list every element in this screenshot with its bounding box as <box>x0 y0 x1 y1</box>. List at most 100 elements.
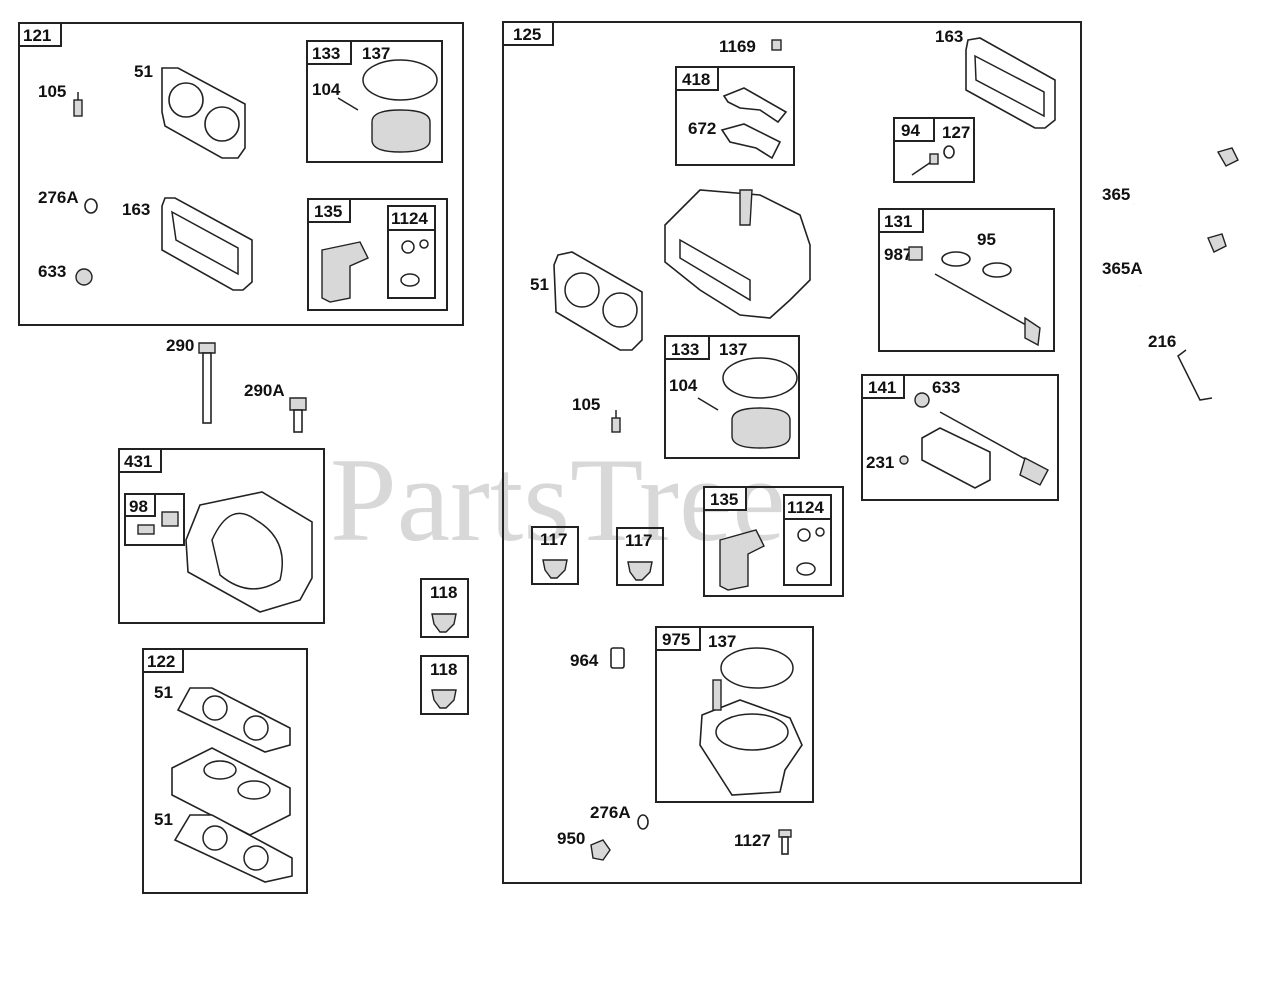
bowl-975[interactable] <box>699 699 803 796</box>
screw-1169[interactable] <box>771 39 782 51</box>
label-231: 231 <box>866 453 894 472</box>
bolt-365A[interactable] <box>1139 233 1227 288</box>
label-95: 95 <box>977 230 996 249</box>
spring-98[interactable] <box>161 511 179 527</box>
label-137-975: 137 <box>708 632 736 651</box>
subgroup-131[interactable]: 131 987 95 <box>878 208 1055 352</box>
label-633-125: 633 <box>932 378 960 397</box>
gasket-672[interactable] <box>720 123 782 160</box>
label-51-bottom: 51 <box>154 810 173 829</box>
label-1124-125: 1124 <box>787 498 824 517</box>
washer-633[interactable] <box>75 268 93 286</box>
washer-633-125[interactable] <box>914 392 930 408</box>
label-98: 98 <box>129 497 148 516</box>
label-51-125: 51 <box>530 275 549 294</box>
label-365A: 365A <box>1102 259 1143 278</box>
label-987: 987 <box>884 245 912 264</box>
solenoid-135[interactable] <box>321 241 369 303</box>
shaft-131[interactable] <box>934 273 1036 331</box>
subgroup-135[interactable]: 135 1124 <box>307 198 448 311</box>
label-133: 133 <box>312 44 340 63</box>
bolt-290A[interactable] <box>289 397 307 433</box>
label-117-a: 117 <box>540 530 567 549</box>
label-118-a: 118 <box>430 583 457 602</box>
gasket-163-top[interactable] <box>965 37 1056 129</box>
subgroup-141[interactable]: 141 633 231 <box>861 374 1059 501</box>
group-121[interactable]: 121 105 51 133 137 104 276A 163 <box>18 22 464 326</box>
spring-127[interactable] <box>943 145 955 159</box>
group-125-label: 125 <box>513 25 541 44</box>
label-672: 672 <box>688 119 716 138</box>
label-51: 51 <box>134 62 153 81</box>
float-needle-105[interactable] <box>73 92 83 117</box>
group-122[interactable]: 122 51 51 <box>142 648 308 894</box>
float-133[interactable] <box>371 109 431 153</box>
plate-418[interactable] <box>722 87 788 124</box>
label-51-top: 51 <box>154 683 173 702</box>
label-163: 163 <box>935 27 963 46</box>
float-needle-105-125[interactable] <box>611 410 621 433</box>
label-104: 104 <box>312 80 341 99</box>
gasket-51-bottom[interactable] <box>173 814 293 883</box>
o-ring-276A[interactable] <box>84 198 98 214</box>
label-1127: 1127 <box>734 831 771 850</box>
subgroup-133[interactable]: 133 137 104 <box>306 40 443 163</box>
label-975: 975 <box>662 630 690 649</box>
label-135-125: 135 <box>710 490 738 509</box>
sleeve-964[interactable] <box>610 647 625 669</box>
subgroup-975[interactable]: 975 137 <box>655 626 814 803</box>
label-133-125: 133 <box>671 340 699 359</box>
screw-231[interactable] <box>899 455 909 465</box>
label-117-b: 117 <box>625 531 652 550</box>
pin-104[interactable] <box>337 97 359 111</box>
plate-141[interactable] <box>921 427 991 489</box>
group-431-label: 431 <box>124 452 152 471</box>
o-ring-137[interactable] <box>362 59 438 101</box>
label-290: 290 <box>166 336 194 355</box>
label-365: 365 <box>1102 185 1130 204</box>
gasket-51[interactable] <box>161 67 246 159</box>
bushing-987[interactable] <box>908 246 923 261</box>
gasket-51-top[interactable] <box>176 687 291 753</box>
spacer-block[interactable] <box>171 747 291 836</box>
subgroup-133-125[interactable]: 133 137 104 <box>664 335 800 459</box>
screw-98[interactable] <box>137 524 155 535</box>
label-118-b: 118 <box>430 660 457 679</box>
group-118-b[interactable]: 118 <box>420 655 469 715</box>
label-1169: 1169 <box>719 37 756 56</box>
link-216[interactable] <box>1177 349 1213 401</box>
gasket-163[interactable] <box>161 197 253 291</box>
label-105: 105 <box>38 82 66 101</box>
bolt-365[interactable] <box>1133 147 1239 206</box>
plate-131b[interactable] <box>982 262 1012 278</box>
label-1124: 1124 <box>391 209 428 228</box>
label-418: 418 <box>682 70 710 89</box>
subgroup-94[interactable]: 94 127 <box>893 117 975 183</box>
o-ring-276A-125[interactable] <box>637 814 649 830</box>
adapter-431[interactable] <box>185 491 313 613</box>
group-125[interactable]: 125 1169 418 672 163 94 127 <box>502 21 1082 884</box>
label-94: 94 <box>901 121 920 140</box>
label-633: 633 <box>38 262 66 281</box>
group-118-a[interactable]: 118 <box>420 578 469 638</box>
label-137-125: 137 <box>719 340 747 359</box>
label-104-125: 104 <box>669 376 698 395</box>
bolt-290[interactable] <box>198 342 216 424</box>
label-105-125: 105 <box>572 395 600 414</box>
gasket-51-125[interactable] <box>553 251 643 351</box>
plate-131a[interactable] <box>941 251 971 267</box>
subgroup-117-b[interactable]: 117 <box>616 527 664 586</box>
label-135: 135 <box>314 202 342 221</box>
group-431[interactable]: 431 98 <box>118 448 325 624</box>
label-216: 216 <box>1148 332 1176 351</box>
carburetor-body[interactable] <box>664 189 811 319</box>
label-163: 163 <box>122 200 150 219</box>
plug-950[interactable] <box>590 839 611 861</box>
label-276A-125: 276A <box>590 803 631 822</box>
subgroup-117-a[interactable]: 117 <box>531 526 579 585</box>
subgroup-135-125[interactable]: 135 1124 <box>703 486 844 597</box>
label-950: 950 <box>557 829 585 848</box>
screw-1127[interactable] <box>778 829 792 855</box>
subgroup-418[interactable]: 418 672 <box>675 66 795 166</box>
